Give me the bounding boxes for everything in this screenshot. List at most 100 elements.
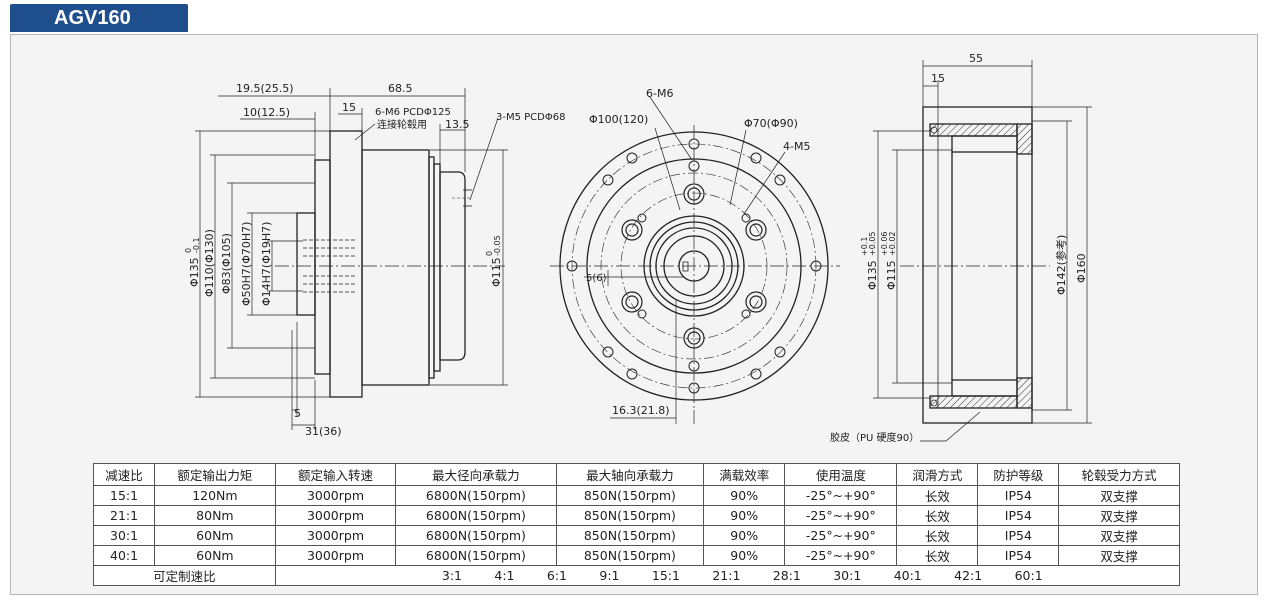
cell: 双支撑 xyxy=(1058,525,1180,546)
tol-phi115-upper: 0 xyxy=(485,251,494,256)
cell: 850N(150rpm) xyxy=(555,485,705,506)
tol-section-phi135-upper: +0.1 xyxy=(860,237,869,256)
tol-section-phi115-upper: +0.06 xyxy=(880,231,889,256)
ratio-item: 3:1 xyxy=(441,568,462,583)
dim-section-phi115: Φ115 xyxy=(885,260,898,290)
dim-side-15: 15 xyxy=(342,101,356,114)
ratio-item: 28:1 xyxy=(772,568,801,583)
col-rated-torque: 额定输出力矩 xyxy=(154,463,276,486)
dim-side-phi14: Φ14H7(Φ19H7) xyxy=(260,222,273,306)
col-rated-speed: 额定输入转速 xyxy=(274,463,397,486)
ratio-item: 9:1 xyxy=(599,568,620,583)
dim-side-phi110: Φ110(Φ130) xyxy=(203,229,216,297)
dim-side-phi115: Φ115 xyxy=(490,257,503,287)
cell: 850N(150rpm) xyxy=(555,525,705,546)
tol-section-phi135-lower: +0.05 xyxy=(868,231,877,256)
dim-section-15: 15 xyxy=(931,72,945,85)
custom-ratio-cell: 3:1 4:1 6:1 9:1 15:1 21:1 28:1 30:1 40:1… xyxy=(274,565,1181,586)
cell: 90% xyxy=(703,545,786,566)
cell: 90% xyxy=(703,505,786,526)
col-temperature: 使用温度 xyxy=(784,463,898,486)
col-hub-support: 轮毂受力方式 xyxy=(1058,463,1180,486)
label-front-phi70: Φ70(Φ90) xyxy=(744,117,798,130)
cell: IP54 xyxy=(977,545,1060,566)
dim-side-19-5: 19.5(25.5) xyxy=(236,82,294,95)
ratio-item: 4:1 xyxy=(494,568,515,583)
tol-phi115-lower: -0.05 xyxy=(493,235,502,256)
cell: 长效 xyxy=(896,505,979,526)
cell: 长效 xyxy=(896,485,979,506)
cell: 40:1 xyxy=(92,545,156,566)
ratio-item: 60:1 xyxy=(1014,568,1043,583)
ratio-item: 6:1 xyxy=(546,568,567,583)
dim-side-31: 31(36) xyxy=(305,425,342,438)
cell: -25°~+90° xyxy=(784,525,898,546)
dim-side-68-5: 68.5 xyxy=(388,82,413,95)
dim-side-phi50: Φ50H7(Φ70H7) xyxy=(240,222,253,306)
spec-table: 减速比 额定输出力矩 额定输入转速 最大径向承载力 最大轴向承载力 满载效率 使… xyxy=(92,463,1181,586)
ratio-item: 30:1 xyxy=(833,568,862,583)
dim-section-55: 55 xyxy=(969,52,983,65)
cell: 长效 xyxy=(896,545,979,566)
cell: 3000rpm xyxy=(274,505,397,526)
cell: 21:1 xyxy=(92,505,156,526)
cell: 850N(150rpm) xyxy=(555,545,705,566)
col-efficiency: 满载效率 xyxy=(703,463,786,486)
cell: 3000rpm xyxy=(274,545,397,566)
custom-ratio-row: 可定制速比 3:1 4:1 6:1 9:1 15:1 21:1 28:1 30:… xyxy=(93,565,1181,586)
custom-ratio-list: 3:1 4:1 6:1 9:1 15:1 21:1 28:1 30:1 40:1… xyxy=(276,568,1179,583)
table-row: 40:1 60Nm 3000rpm 6800N(150rpm) 850N(150… xyxy=(92,545,1180,566)
cell: 6800N(150rpm) xyxy=(395,505,557,526)
ratio-item: 42:1 xyxy=(954,568,983,583)
tol-phi135-lower: -0.1 xyxy=(192,237,201,253)
col-radial-load: 最大径向承载力 xyxy=(395,463,557,486)
cell: 3000rpm xyxy=(274,485,397,506)
cell: IP54 xyxy=(977,485,1060,506)
side-view xyxy=(195,88,508,430)
dim-side-phi135: Φ135 xyxy=(188,257,201,287)
cell: -25°~+90° xyxy=(784,505,898,526)
ratio-item: 40:1 xyxy=(893,568,922,583)
dim-side-10: 10(12.5) xyxy=(243,106,290,119)
label-front-phi100: Φ100(120) xyxy=(589,113,648,126)
section-view xyxy=(873,60,1092,442)
dim-section-phi135: Φ135 xyxy=(866,260,879,290)
cell: 90% xyxy=(703,525,786,546)
cell: 60Nm xyxy=(154,525,276,546)
custom-ratio-label: 可定制速比 xyxy=(93,565,276,586)
cell: 3000rpm xyxy=(274,525,397,546)
model-title: AGV160 xyxy=(10,4,188,32)
dim-section-phi142: Φ142(参考) xyxy=(1054,235,1068,295)
col-ratio: 减速比 xyxy=(92,463,156,486)
dim-side-5: 5 xyxy=(294,407,301,420)
note-hub-connect: 连接轮毂用 xyxy=(377,118,427,131)
cell: 80Nm xyxy=(154,505,276,526)
cell: 双支撑 xyxy=(1058,545,1180,566)
dim-section-phi160: Φ160 xyxy=(1075,253,1088,283)
label-front-4m5: 4-M5 xyxy=(783,140,810,153)
table-header-row: 减速比 额定输出力矩 额定输入转速 最大径向承载力 最大轴向承载力 满载效率 使… xyxy=(92,463,1180,486)
cell: 30:1 xyxy=(92,525,156,546)
note-pu-rubber: 胶皮（PU 硬度90） xyxy=(830,431,919,444)
cell: 120Nm xyxy=(154,485,276,506)
ratio-item: 21:1 xyxy=(712,568,741,583)
note-3m5-pcd: 3-M5 PCDΦ68 xyxy=(496,112,565,123)
cell: 双支撑 xyxy=(1058,505,1180,526)
col-axial-load: 最大轴向承载力 xyxy=(555,463,705,486)
cell: 15:1 xyxy=(92,485,156,506)
tol-section-phi115-lower: +0.02 xyxy=(888,231,897,256)
cell: -25°~+90° xyxy=(784,485,898,506)
cell: 6800N(150rpm) xyxy=(395,545,557,566)
cell: -25°~+90° xyxy=(784,545,898,566)
front-view xyxy=(550,96,840,424)
cell: 850N(150rpm) xyxy=(555,505,705,526)
cell: 6800N(150rpm) xyxy=(395,485,557,506)
cell: IP54 xyxy=(977,525,1060,546)
cell: 6800N(150rpm) xyxy=(395,525,557,546)
col-lubrication: 润滑方式 xyxy=(896,463,979,486)
ratio-item: 15:1 xyxy=(651,568,680,583)
table-row: 21:1 80Nm 3000rpm 6800N(150rpm) 850N(150… xyxy=(92,505,1180,526)
cell: 长效 xyxy=(896,525,979,546)
